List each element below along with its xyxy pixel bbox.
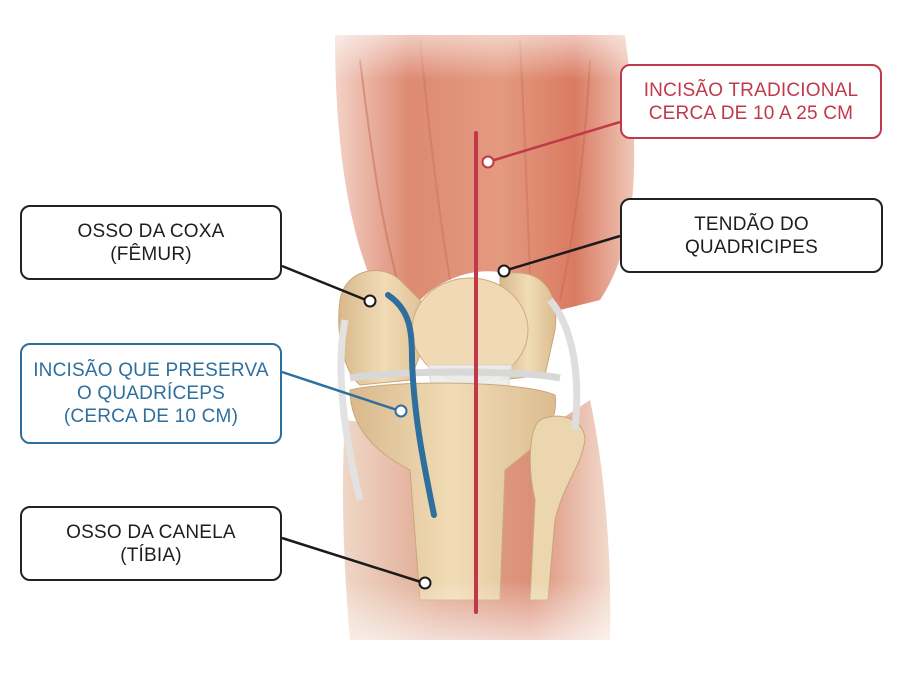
lateral-ligament [547, 297, 581, 431]
preserve-label-line2: O QUADRÍCEPS [76, 383, 226, 404]
traditional-incision-label-line2: CERCA DE 10 A 25 CM [648, 102, 854, 124]
femur-label: OSSO DA COXA (FÊMUR) [20, 205, 282, 280]
quadriceps-preserving-incision-line [385, 292, 437, 518]
leader-femur [281, 264, 377, 308]
preserve-label-line1: INCISÃO QUE PRESERVA [33, 360, 269, 381]
meniscus [349, 368, 561, 382]
tibia-label-line1: OSSO DA CANELA [66, 521, 236, 543]
leader-preserve [281, 370, 408, 418]
quadriceps-tendon-label-line1: TENDÃO DO [694, 213, 809, 235]
femur-label-line1: OSSO DA COXA [77, 220, 225, 242]
femur-label-line2: (FÊMUR) [110, 243, 192, 265]
medial-ligament [337, 319, 364, 501]
quadriceps-tendon-label-line2: QUADRICIPES [684, 236, 819, 258]
traditional-incision-label: INCISÃO TRADICIONAL CERCA DE 10 A 25 CM [620, 64, 882, 139]
quadriceps-tendon-label: TENDÃO DO QUADRICIPES [620, 198, 883, 273]
preserve-label-line3: (CERCA DE 10 CM) [63, 406, 239, 427]
tibia-label-line2: (TÍBIA) [120, 544, 182, 566]
tibia-label: OSSO DA CANELA (TÍBIA) [20, 506, 282, 581]
leader-tendon [497, 234, 621, 278]
leader-traditional [481, 120, 621, 169]
traditional-incision-label-line1: INCISÃO TRADICIONAL [643, 79, 859, 101]
quadriceps-preserving-incision-label: INCISÃO QUE PRESERVA O QUADRÍCEPS (CERCA… [20, 343, 282, 444]
quadriceps-muscle [335, 35, 635, 310]
leader-tibia [281, 536, 432, 590]
